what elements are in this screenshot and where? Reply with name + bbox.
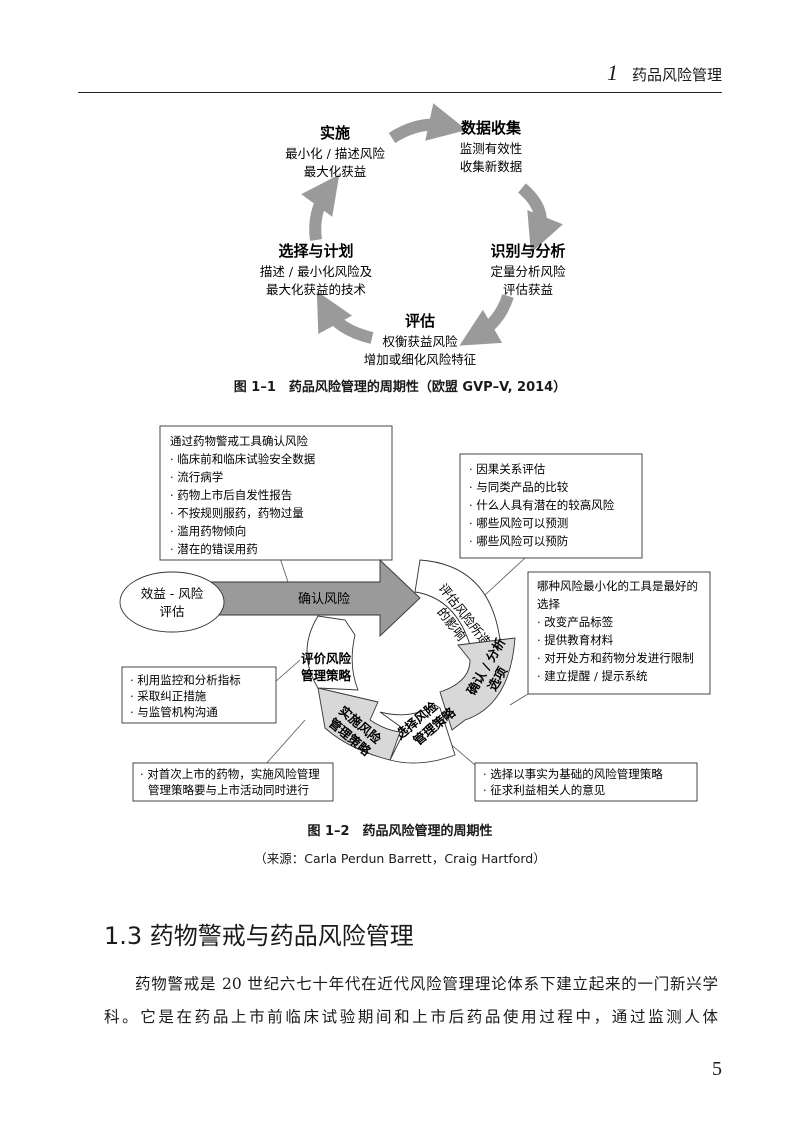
running-header: 1 药品风险管理 bbox=[607, 60, 722, 86]
svg-text:· 对开处方和药物分发进行限制: · 对开处方和药物分发进行限制 bbox=[537, 651, 694, 665]
figure-2-source: （来源：Carla Perdun Barrett，Craig Hartford） bbox=[254, 851, 546, 866]
figure-2-cycle: 通过药物警戒工具确认风险 · 临床前和临床试验安全数据 · 流行病学 · 药物上… bbox=[119, 425, 711, 802]
svg-text:识别与分析: 识别与分析 bbox=[490, 242, 565, 260]
box-evidence-strategy: · 选择以事实为基础的风险管理策略 · 征求利益相关人的意见 bbox=[474, 762, 698, 802]
confirm-risk-arrow: 确认风险 bbox=[209, 558, 421, 638]
box-first-launch: · 对首次上市的药物，实施风险管理 管理策略要与上市活动同时进行 bbox=[132, 762, 334, 802]
svg-text:· 提供教育材料: · 提供教育材料 bbox=[537, 633, 614, 647]
svg-text:实施: 实施 bbox=[320, 124, 350, 142]
svg-text:评估获益: 评估获益 bbox=[503, 282, 553, 297]
cycle-arrow-left bbox=[301, 174, 340, 241]
svg-text:· 流行病学: · 流行病学 bbox=[170, 470, 223, 484]
svg-text:选择与计划: 选择与计划 bbox=[278, 242, 353, 260]
svg-text:定量分析风险: 定量分析风险 bbox=[490, 264, 566, 279]
cycle-node-select-plan: 选择与计划 描述 / 最小化风险及 最大化获益的技术 bbox=[260, 242, 373, 297]
svg-text:· 改变产品标签: · 改变产品标签 bbox=[537, 615, 614, 629]
section-heading: 1.3 药物警戒与药品风险管理 bbox=[104, 922, 414, 950]
svg-text:· 与监管机构沟通: · 与监管机构沟通 bbox=[130, 705, 218, 719]
leader-lines bbox=[264, 557, 529, 766]
svg-text:· 因果关系评估: · 因果关系评估 bbox=[469, 462, 546, 476]
svg-text:通过药物警戒工具确认风险: 通过药物警戒工具确认风险 bbox=[170, 434, 308, 448]
figure-1-caption: 图 1–1 药品风险管理的周期性（欧盟 GVP–V, 2014） bbox=[233, 380, 567, 395]
svg-text:· 对首次上市的药物，实施风险管理: · 对首次上市的药物，实施风险管理 bbox=[140, 767, 320, 781]
svg-text:· 哪些风险可以预测: · 哪些风险可以预测 bbox=[469, 516, 568, 530]
segment-evaluate-strategy: 评价风险 管理策略 bbox=[301, 615, 359, 691]
svg-text:效益 - 风险: 效益 - 风险 bbox=[141, 586, 204, 601]
segment-implement-strategy: 实施风险 管理策略 bbox=[317, 687, 401, 761]
svg-text:最大化获益: 最大化获益 bbox=[304, 164, 367, 179]
svg-text:评估: 评估 bbox=[159, 604, 184, 619]
svg-text:· 临床前和临床试验安全数据: · 临床前和临床试验安全数据 bbox=[170, 452, 316, 466]
svg-text:监测有效性: 监测有效性 bbox=[460, 141, 523, 156]
svg-text:确认风险: 确认风险 bbox=[298, 592, 350, 607]
cycle-node-implement: 实施 最小化 / 描述风险 最大化获益 bbox=[285, 124, 385, 179]
chapter-title: 药品风险管理 bbox=[631, 66, 722, 84]
cycle-arrow-bottom-left bbox=[316, 291, 374, 344]
chapter-number: 1 bbox=[606, 60, 618, 85]
svg-text:最小化 / 描述风险: 最小化 / 描述风险 bbox=[285, 146, 385, 161]
svg-text:描述 / 最小化风险及: 描述 / 最小化风险及 bbox=[260, 264, 373, 279]
cycle-node-evaluate: 评估 权衡获益风险 增加或细化风险特征 bbox=[364, 312, 477, 367]
svg-text:评估: 评估 bbox=[405, 312, 435, 330]
box-monitoring: · 利用监控和分析指标 · 采取纠正措施 · 与监管机构沟通 bbox=[121, 666, 277, 724]
cycle-arrow-top bbox=[388, 103, 467, 144]
svg-text:选择: 选择 bbox=[537, 597, 560, 611]
svg-text:· 征求利益相关人的意见: · 征求利益相关人的意见 bbox=[483, 783, 605, 797]
svg-text:收集新数据: 收集新数据 bbox=[460, 159, 523, 174]
svg-text:数据收集: 数据收集 bbox=[461, 119, 522, 137]
svg-text:· 药物上市后自发性报告: · 药物上市后自发性报告 bbox=[170, 488, 292, 502]
svg-text:最大化获益的技术: 最大化获益的技术 bbox=[266, 282, 367, 297]
svg-text:· 选择以事实为基础的风险管理策略: · 选择以事实为基础的风险管理策略 bbox=[483, 767, 663, 781]
segment-identify-options: 确认 / 分析 选项 bbox=[439, 635, 516, 731]
cycle-arrow-right-upper bbox=[517, 183, 563, 253]
svg-text:· 与同类产品的比较: · 与同类产品的比较 bbox=[469, 480, 569, 494]
cycle-arrow-right-lower bbox=[459, 294, 514, 346]
svg-text:管理策略要与上市活动同时进行: 管理策略要与上市活动同时进行 bbox=[148, 783, 309, 797]
svg-text:· 滥用药物倾向: · 滥用药物倾向 bbox=[170, 524, 246, 538]
box-confirm-tools: 通过药物警戒工具确认风险 · 临床前和临床试验安全数据 · 流行病学 · 药物上… bbox=[159, 425, 393, 561]
figure-2-caption: 图 1–2 药品风险管理的周期性 bbox=[307, 824, 493, 839]
figure-1-cycle: 数据收集 监测有效性 收集新数据 识别与分析 定量分析风险 评估获益 评估 权衡… bbox=[260, 103, 566, 367]
cycle-node-identify-analyze: 识别与分析 定量分析风险 评估获益 bbox=[490, 242, 566, 297]
svg-text:· 建立提醒 / 提示系统: · 建立提醒 / 提示系统 bbox=[537, 669, 648, 683]
svg-text:· 利用监控和分析指标: · 利用监控和分析指标 bbox=[130, 673, 241, 687]
svg-text:管理策略: 管理策略 bbox=[301, 668, 352, 683]
svg-text:评价风险: 评价风险 bbox=[301, 651, 352, 666]
header-rule bbox=[78, 92, 722, 93]
svg-text:权衡获益风险: 权衡获益风险 bbox=[382, 334, 458, 349]
box-causal-assessment: · 因果关系评估 · 与同类产品的比较 · 什么人具有潜在的较高风险 · 哪些风… bbox=[459, 453, 643, 559]
svg-text:增加或细化风险特征: 增加或细化风险特征 bbox=[364, 352, 477, 367]
svg-text:· 不按规则服药，药物过量: · 不按规则服药，药物过量 bbox=[170, 506, 304, 520]
svg-text:· 采取纠正措施: · 采取纠正措施 bbox=[130, 689, 207, 703]
svg-text:· 哪些风险可以预防: · 哪些风险可以预防 bbox=[469, 534, 568, 548]
cycle-node-data-collection: 数据收集 监测有效性 收集新数据 bbox=[460, 119, 523, 174]
svg-text:哪种风险最小化的工具是最好的: 哪种风险最小化的工具是最好的 bbox=[537, 579, 698, 593]
page-number: 5 bbox=[712, 1058, 722, 1080]
benefit-risk-ellipse: 效益 - 风险 评估 bbox=[119, 571, 225, 633]
box-minimization-tools: 哪种风险最小化的工具是最好的 选择 · 改变产品标签 · 提供教育材料 · 对开… bbox=[527, 571, 711, 695]
svg-text:· 什么人具有潜在的较高风险: · 什么人具有潜在的较高风险 bbox=[469, 498, 615, 512]
svg-text:· 潜在的错误用药: · 潜在的错误用药 bbox=[170, 542, 258, 556]
body-paragraph: 药物警戒是 20 世纪六七十年代在近代风险管理理论体系下建立起来的一门新兴学科。… bbox=[104, 975, 718, 1026]
